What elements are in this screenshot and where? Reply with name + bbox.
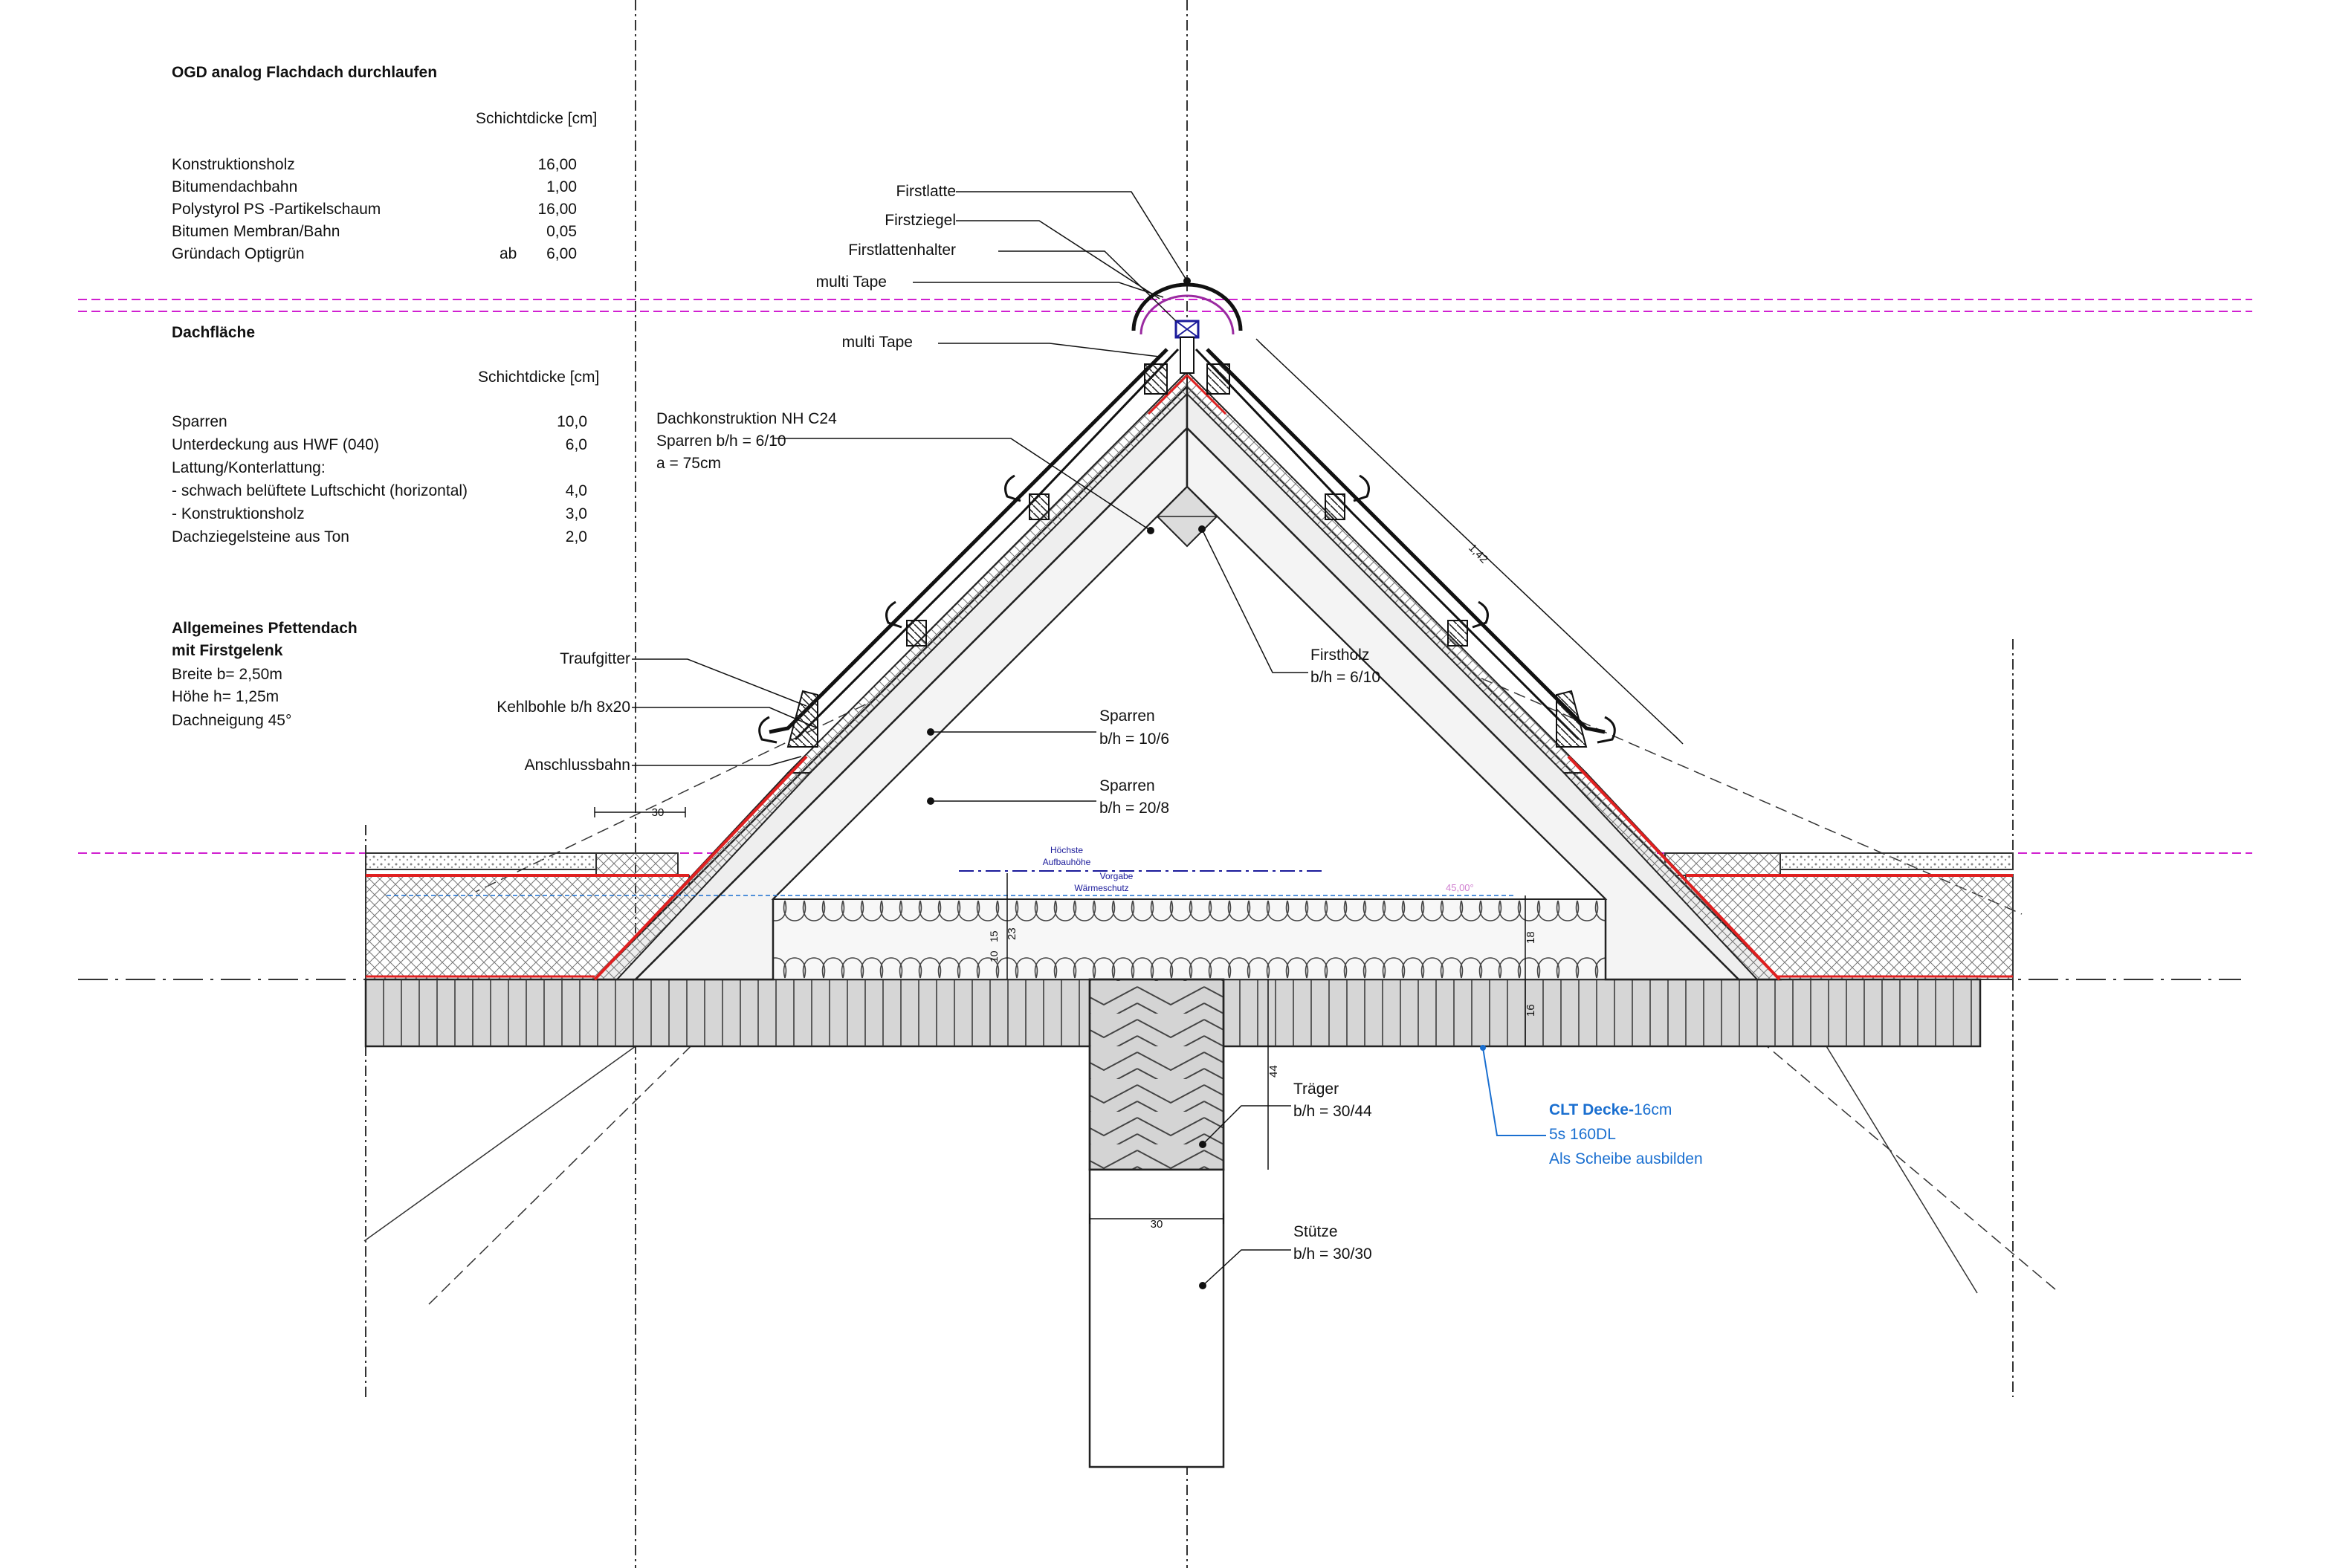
layer-value: 16,00 <box>537 156 577 173</box>
layer-value: 10,0 <box>557 413 587 430</box>
flat-roof-spec: OGD analog Flachdach durchlaufen Schicht… <box>172 64 597 262</box>
dim-slab: 16 <box>1525 1004 1537 1017</box>
label-angle: 45,00° <box>1446 882 1474 893</box>
layer-name: Sparren <box>172 413 227 430</box>
column-stuetze <box>1088 1168 1225 1468</box>
layer-prefix: ab <box>500 245 517 262</box>
label-construction-1: Dachkonstruktion NH C24 <box>656 410 837 427</box>
label-firstholz-1: Firstholz <box>1310 647 1369 664</box>
layer-value: 6,00 <box>546 245 577 262</box>
label-firstziegel: Firstziegel <box>885 212 956 229</box>
layer-value: 3,0 <box>566 505 587 522</box>
height-guides <box>387 870 1516 896</box>
label-clt-3: Als Scheibe ausbilden <box>1549 1150 1703 1167</box>
dim-insulation: 18 <box>1525 931 1537 944</box>
leader-lines <box>632 191 1308 1286</box>
label-firstlattenhalter: Firstlattenhalter <box>848 242 956 259</box>
drawing-labels: Firstlatte Firstziegel Firstlattenhalter… <box>497 183 1702 1263</box>
layer-name: Lattung/Konterlattung: <box>172 459 326 476</box>
layer-name: - Konstruktionsholz <box>172 505 305 522</box>
roof-surface-title: Dachfläche <box>172 324 255 341</box>
dimension-lines <box>594 338 1684 1224</box>
layer-name: - schwach belüftete Luftschicht (horizon… <box>172 482 468 499</box>
label-traufgitter: Traufgitter <box>560 650 630 667</box>
label-hoechste-1: Höchste <box>1050 845 1083 855</box>
label-sparren-a-2: b/h = 10/6 <box>1099 730 1169 748</box>
label-anschlussbahn: Anschlussbahn <box>525 757 630 774</box>
layer-name: Konstruktionsholz <box>172 156 295 173</box>
dim-column-width: 30 <box>1151 1218 1163 1231</box>
label-stuetze-2: b/h = 30/30 <box>1293 1245 1372 1263</box>
layer-value: 4,0 <box>566 482 587 499</box>
purlin-roof-title-2: mit Firstgelenk <box>172 642 283 659</box>
label-sparren-b-1: Sparren <box>1099 777 1155 794</box>
label-construction-2: Sparren b/h = 6/10 <box>656 433 786 450</box>
label-traeger-1: Träger <box>1293 1081 1339 1098</box>
layer-name: Unterdeckung aus HWF (040) <box>172 436 379 453</box>
label-hoechste-2: Aufbauhöhe <box>1043 857 1091 867</box>
layer-value: 0,05 <box>546 223 577 240</box>
layer-value: 16,00 <box>537 201 577 218</box>
dim-upstand: 23 <box>1006 927 1018 940</box>
label-traeger-2: b/h = 30/44 <box>1293 1103 1372 1120</box>
label-vorgabe-2: Wärmeschutz <box>1074 883 1128 893</box>
layer-name: Bitumen Membran/Bahn <box>172 223 340 240</box>
layer-name: Polystyrol PS -Partikelschaum <box>172 201 381 218</box>
layer-value: 1,00 <box>546 178 577 195</box>
layer-name: Bitumendachbahn <box>172 178 297 195</box>
rafters <box>592 383 1782 981</box>
ridge-cap <box>1131 277 1243 374</box>
label-construction-3: a = 75cm <box>656 455 721 472</box>
roof-surface-spec: Dachfläche Schichtdicke [cm] Sparren 10,0… <box>172 324 599 545</box>
purlin-roof-height: Höhe h= 1,25m <box>172 688 279 705</box>
layer-name: Gründach Optigrün <box>172 245 305 262</box>
flat-roof-title: OGD analog Flachdach durchlaufen <box>172 64 437 81</box>
label-multi-tape-2: multi Tape <box>842 334 913 351</box>
roof-tiles <box>758 348 1616 748</box>
dim-eave-width: 30 <box>652 806 665 819</box>
label-stuetze-1: Stütze <box>1293 1223 1338 1240</box>
purlin-roof-width: Breite b= 2,50m <box>172 666 282 683</box>
label-sparren-a-1: Sparren <box>1099 707 1155 725</box>
layer-value: 6,0 <box>566 436 587 453</box>
purlin-roof-title-1: Allgemeines Pfettendach <box>172 620 358 637</box>
leader-dots <box>927 525 1206 1289</box>
label-firstlatte: Firstlatte <box>896 183 956 200</box>
label-vorgabe-1: Vorgabe <box>1100 871 1134 881</box>
roof-surface-thickness-header: Schichtdicke [cm] <box>478 369 599 386</box>
flat-roof-thickness-header: Schichtdicke [cm] <box>476 110 597 127</box>
clt-callout <box>1480 1045 1546 1136</box>
label-firstholz-2: b/h = 6/10 <box>1310 669 1380 686</box>
dim-slope-length: 1,42 <box>1466 542 1490 566</box>
layer-name: Dachziegelsteine aus Ton <box>172 528 349 545</box>
insulation-layer <box>757 898 1618 980</box>
layer-value: 2,0 <box>566 528 587 545</box>
dim-small-a: 10 <box>988 950 1000 962</box>
dim-small-b: 15 <box>988 930 1000 942</box>
purlin-roof-pitch: Dachneigung 45° <box>172 712 291 729</box>
dim-beam-depth: 44 <box>1267 1065 1280 1078</box>
label-clt-2: 5s 160DL <box>1549 1126 1616 1143</box>
purlin-roof-spec: Allgemeines Pfettendach mit Firstgelenk … <box>172 620 358 729</box>
label-clt-1: CLT Decke-16cm <box>1549 1101 1672 1118</box>
label-multi-tape-1: multi Tape <box>816 273 887 291</box>
label-kehlbohle: Kehlbohle b/h 8x20 <box>497 699 630 716</box>
label-sparren-b-2: b/h = 20/8 <box>1099 800 1169 817</box>
